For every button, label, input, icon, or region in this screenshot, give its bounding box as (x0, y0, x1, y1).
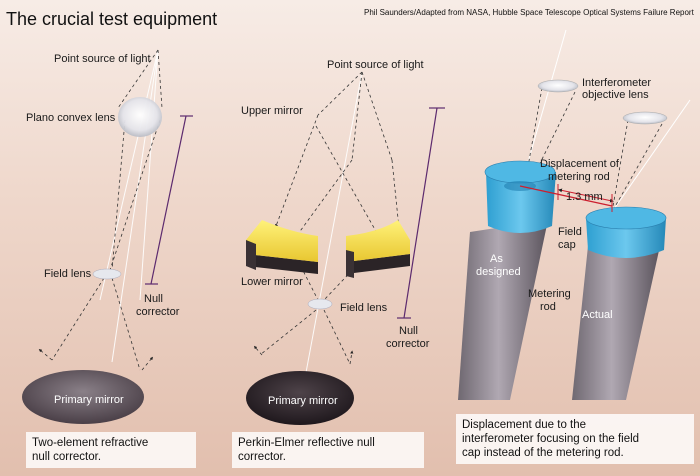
field-lens-label-2: Field lens (340, 302, 388, 314)
diagram-title: The crucial test equipment (6, 9, 217, 29)
metering-rod-label-a: Metering (528, 288, 571, 300)
null-corrector-label-2b: corrector (386, 338, 430, 350)
point-source-label-2: Point source of light (327, 59, 424, 71)
as-designed-label-a: As (490, 253, 503, 265)
source-credit: Phil Saunders/Adapted from NASA, Hubble … (364, 8, 695, 17)
panel-refractive-null-corrector: Point source of light Plano convex lens … (22, 49, 193, 424)
field-cap-label-a: Field (558, 226, 582, 238)
lower-mirror-right (346, 220, 410, 278)
caption-panel-1: Two-element refractive null corrector. (26, 432, 196, 468)
interferometer-lens-1 (537, 79, 579, 93)
caption-panel-2: Perkin-Elmer reflective null corrector. (232, 432, 424, 468)
displacement-label-a: Displacement of (540, 158, 620, 170)
primary-mirror-shape-1 (22, 370, 144, 424)
measurement-label: 1.3 mm (566, 191, 603, 203)
plano-convex-lens-shape (118, 97, 162, 137)
caption-panel-3: Displacement due to the interferometer f… (456, 414, 694, 464)
field-lens-shape-1 (92, 268, 122, 280)
rod-actual (572, 206, 667, 400)
panel-metering-rod-displacement: Interferometer objective lens Displaceme… (458, 29, 691, 400)
primary-mirror-label-2: Primary mirror (268, 395, 338, 407)
caption-panel-1-line-1: Two-element refractive (32, 437, 149, 449)
primary-mirror-label-1: Primary mirror (54, 394, 124, 406)
field-lens-label-1: Field lens (44, 268, 92, 280)
rod-as-designed (458, 160, 556, 400)
lower-mirror-left (246, 220, 318, 274)
point-source-label-1: Point source of light (54, 53, 151, 65)
caption-panel-1-line-2: null corrector. (32, 451, 102, 463)
interferometer-lens-2 (622, 111, 668, 125)
primary-mirror-shape-2 (246, 371, 354, 425)
interferometer-label-a: Interferometer (582, 77, 651, 89)
plano-convex-lens-label: Plano convex lens (26, 112, 116, 124)
caption-panel-2-line-2: corrector. (238, 451, 286, 463)
caption-panel-3-line-3: cap instead of the metering rod. (462, 447, 624, 459)
field-lens-shape-2 (307, 298, 333, 310)
lower-mirror-label: Lower mirror (241, 276, 303, 288)
panel-reflective-null-corrector: Point source of light Upper mirror Lower… (241, 59, 445, 425)
caption-panel-3-line-2: interferometer focusing on the field (462, 433, 640, 445)
upper-mirror-label: Upper mirror (241, 105, 303, 117)
as-designed-label-b: designed (476, 266, 521, 278)
displacement-label-b: metering rod (548, 171, 610, 183)
null-corrector-label-1b: corrector (136, 306, 180, 318)
metering-rod-label-b: rod (540, 301, 556, 313)
null-corrector-label-1a: Null (144, 293, 163, 305)
actual-label: Actual (582, 309, 613, 321)
field-cap-label-b: cap (558, 239, 576, 251)
interferometer-label-b: objective lens (582, 89, 649, 101)
caption-panel-3-line-1: Displacement due to the (462, 419, 587, 431)
null-corrector-label-2a: Null (399, 325, 418, 337)
caption-panel-2-line-1: Perkin-Elmer reflective null (238, 437, 375, 449)
